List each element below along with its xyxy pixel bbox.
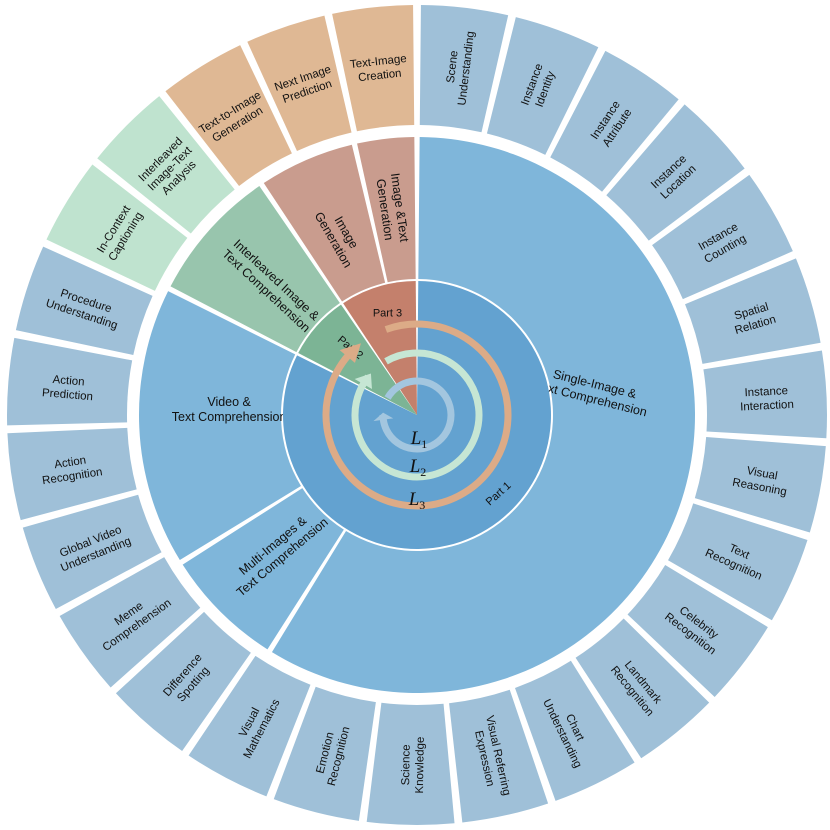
middle-ring: Single-Image &Text ComprehensionMulti-Im…	[139, 137, 695, 693]
outer-segment-science-knowledge	[366, 702, 455, 825]
level-ring-2	[351, 349, 483, 481]
level-ring-3	[322, 320, 512, 510]
outer-segment-scene-understanding	[419, 5, 509, 133]
outer-segment-visual-reasoning	[694, 436, 826, 533]
outer-segment-text-image-creation	[332, 5, 415, 132]
outer-segment-landmark-recognition	[575, 618, 710, 759]
outer-segment-difference-spotting	[115, 611, 251, 752]
level-ring-1	[379, 377, 455, 453]
level-label-3: L3	[408, 489, 426, 512]
outer-segment-procedure-understanding	[15, 246, 153, 355]
outer-segment-instance-location	[606, 104, 745, 241]
outer-segment-spatial-relation	[685, 258, 821, 364]
middle-segment-image-text-generation	[357, 137, 416, 283]
level-ring-3-arrowhead	[339, 343, 361, 363]
outer-segment-celebrity-recognition	[627, 565, 768, 697]
outer-segment-action-prediction	[6, 337, 133, 426]
middle-segment-video-text-comprehension-label: Video &Text Comprehension	[172, 395, 287, 424]
level-label-2: L2	[409, 456, 427, 479]
inner-segment-part-3-label: Part 3	[373, 308, 402, 320]
outer-segment-in-context-captioning	[46, 164, 188, 291]
outer-segment-emotion-recognition	[273, 686, 376, 821]
middle-segment-single-image-text-comprehension	[271, 137, 695, 693]
outer-segment-next-image-prediction	[247, 15, 352, 152]
level-label-1: L1	[410, 428, 428, 451]
inner-segment-part-3	[343, 281, 417, 415]
outer-segment-science-knowledge-label: ScienceKnowledge	[400, 736, 427, 793]
middle-segment-image-generation	[263, 144, 386, 302]
outer-segment-visual-referring-expression	[449, 689, 549, 823]
level-ring-2-arrowhead	[354, 373, 372, 389]
middle-segment-video-text-comprehension	[139, 291, 301, 561]
outer-segment-text-to-image-generation	[165, 45, 292, 187]
outer-segment-action-prediction-label: ActionPrediction	[41, 373, 94, 403]
outer-segment-instance-attribute	[550, 50, 679, 192]
outer-segment-interleaved-image-text-analysis	[97, 96, 235, 234]
inner-segment-part-2	[298, 304, 417, 415]
level-ring-1-arrowhead	[373, 412, 394, 422]
outer-segment-instance-interaction	[703, 350, 827, 439]
outer-segment-global-video-understanding	[22, 494, 162, 610]
outer-segment-instance-identity	[486, 17, 599, 155]
inner-segment-part-1	[283, 281, 551, 549]
outer-segment-action-recognition	[7, 427, 137, 521]
outer-segment-chart-understanding	[514, 660, 635, 801]
outer-segment-instance-counting	[652, 174, 793, 300]
outer-segment-instance-interaction-label: InstanceInteraction	[739, 385, 794, 414]
middle-segment-multi-images-text-comprehension	[182, 488, 344, 650]
middle-segment-interleaved-image-text-comprehension	[170, 186, 340, 353]
outer-segment-meme-comprehension	[59, 557, 201, 688]
outer-segment-visual-mathematics	[188, 655, 311, 797]
outer-segment-text-recognition	[668, 503, 808, 621]
